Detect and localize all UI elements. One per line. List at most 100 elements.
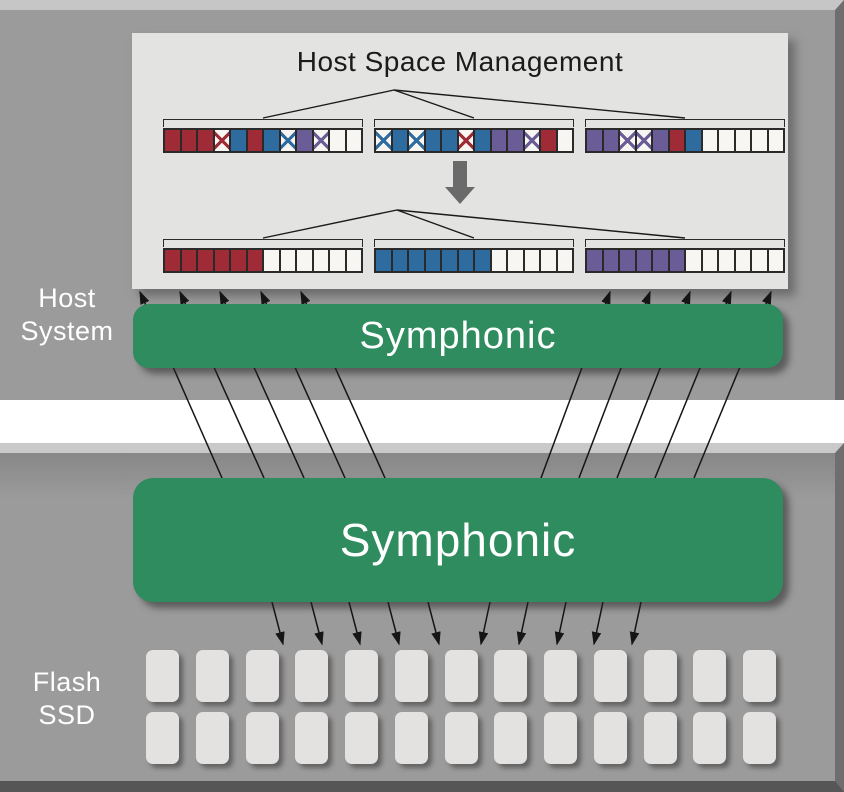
flash-chip-row: [146, 712, 776, 764]
flash-chip: [593, 650, 627, 702]
block-cell-x-blue: [408, 129, 425, 152]
block-cell-empty: [345, 249, 362, 272]
down-arrow-shaft: [453, 161, 467, 187]
flash-chip: [693, 712, 727, 764]
block-cell-blue: [457, 249, 474, 272]
flash-chip: [195, 650, 229, 702]
block-cell-purple: [490, 129, 507, 152]
block-cell-purple: [586, 249, 603, 272]
block-cell-empty: [329, 129, 346, 152]
block-cell-empty: [279, 249, 296, 272]
flash-chip: [643, 650, 677, 702]
block-cell-red: [180, 249, 197, 272]
flash-chip: [593, 712, 627, 764]
flash-chip: [245, 712, 279, 764]
block-cell-empty: [718, 129, 735, 152]
block-cell-empty: [718, 249, 735, 272]
flash-chip: [394, 650, 428, 702]
compacted-group-bracket: [374, 239, 574, 247]
block-cell-blue: [391, 129, 408, 152]
host-system-label: Host System: [12, 282, 122, 348]
block-cell-red: [246, 249, 263, 272]
block-cell-empty: [685, 249, 702, 272]
flash-chip: [494, 712, 528, 764]
management-box-title: Host Space Management: [296, 46, 624, 77]
block-cell-empty: [556, 129, 573, 152]
block-cell-red: [540, 129, 557, 152]
flash-chip-row: [146, 650, 776, 702]
block-cell-blue: [474, 129, 491, 152]
symphonic-ssd-text: Symphonic: [339, 514, 577, 566]
block-cell-empty: [701, 129, 718, 152]
block-cell-purple: [602, 249, 619, 272]
block-cell-red: [668, 129, 685, 152]
block-cell-purple: [652, 129, 669, 152]
flash-chip: [245, 650, 279, 702]
host-label-line1: Host: [38, 283, 96, 313]
flash-chip: [295, 712, 329, 764]
block-cell-x-purple: [619, 129, 636, 152]
fragmented-group-bracket: [585, 119, 785, 127]
flash-chip: [743, 650, 776, 702]
block-cell-empty: [540, 249, 557, 272]
block-cell-empty: [312, 249, 329, 272]
block-cell-empty: [701, 249, 718, 272]
flash-ssd-label: Flash SSD: [12, 666, 122, 732]
block-cell-x-red: [213, 129, 230, 152]
flash-chip: [394, 712, 428, 764]
block-cell-empty: [507, 249, 524, 272]
flash-chip: [544, 712, 577, 764]
block-cell-empty: [296, 249, 313, 272]
block-cell-empty: [523, 249, 540, 272]
block-cell-blue: [441, 249, 458, 272]
fragmented-block-group: [163, 128, 363, 153]
block-cell-red: [197, 249, 214, 272]
compacted-group-bracket: [163, 239, 363, 247]
fragmented-block-group: [374, 128, 574, 153]
flash-chip: [693, 650, 727, 702]
flash-chip: [743, 712, 776, 764]
block-cell-empty: [734, 129, 751, 152]
flash-chip: [494, 650, 528, 702]
block-cell-blue: [685, 129, 702, 152]
block-cell-x-purple: [635, 129, 652, 152]
block-cell-purple: [619, 249, 636, 272]
flash-chip: [146, 712, 179, 764]
flash-chip: [345, 650, 378, 702]
block-cell-empty: [751, 129, 768, 152]
flash-chip: [444, 650, 478, 702]
block-cell-red: [197, 129, 214, 152]
block-cell-blue: [375, 249, 392, 272]
block-cell-blue: [391, 249, 408, 272]
block-cell-empty: [767, 249, 784, 272]
compacted-block-group: [163, 248, 363, 273]
symphonic-bar-host: Symphonic: [133, 304, 783, 368]
flash-chip: [146, 650, 179, 702]
down-arrow-head: [445, 187, 475, 204]
block-cell-purple: [296, 129, 313, 152]
block-cell-purple: [602, 129, 619, 152]
flash-chip: [345, 712, 378, 764]
ssd-label-line1: Flash: [32, 667, 102, 697]
block-cell-empty: [767, 129, 784, 152]
block-cell-purple: [652, 249, 669, 272]
block-cell-blue: [474, 249, 491, 272]
block-cell-blue: [441, 129, 458, 152]
block-cell-purple: [635, 249, 652, 272]
block-cell-empty: [490, 249, 507, 272]
symphonic-bar-ssd: Symphonic: [133, 478, 783, 602]
block-cell-purple: [507, 129, 524, 152]
block-cell-empty: [345, 129, 362, 152]
block-cell-empty: [556, 249, 573, 272]
flash-chip: [643, 712, 677, 764]
block-cell-purple: [668, 249, 685, 272]
ssd-label-line2: SSD: [38, 700, 96, 730]
block-cell-x-red: [457, 129, 474, 152]
block-cell-red: [180, 129, 197, 152]
block-cell-x-blue: [279, 129, 296, 152]
block-cell-blue: [230, 129, 247, 152]
flash-chip: [295, 650, 329, 702]
block-cell-blue: [424, 249, 441, 272]
block-cell-red: [164, 129, 181, 152]
block-cell-x-blue: [375, 129, 392, 152]
